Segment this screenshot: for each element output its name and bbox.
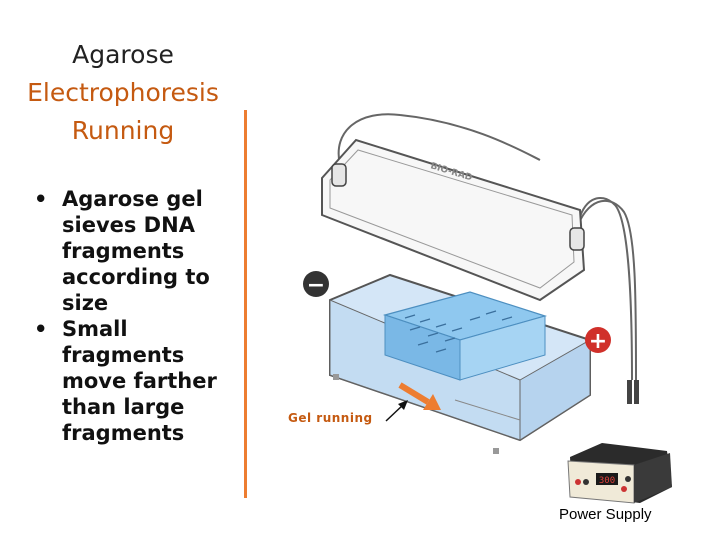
power-supply-image: 300	[567, 443, 672, 504]
agarose-gel	[382, 291, 548, 381]
lid: BIO-RAD	[321, 138, 586, 302]
negative-plug	[331, 163, 347, 187]
positive-plug	[569, 227, 585, 251]
negative-symbol: −	[307, 273, 325, 298]
bullet-text: Agarose gel sieves DNA fragments accordi…	[62, 187, 210, 315]
label-pointer-arrow-icon	[385, 400, 408, 422]
lead-plugs	[627, 380, 639, 404]
positive-electrode-icon: +	[585, 327, 611, 354]
foot	[333, 374, 339, 380]
title-line-3: Running	[71, 116, 175, 145]
bullet-item: • Agarose gel sieves DNA fragments accor…	[20, 186, 245, 316]
migration-arrow-icon	[398, 382, 441, 410]
gel-running-label: Gel running	[288, 411, 373, 425]
power-supply-label: Power Supply	[559, 506, 652, 523]
positive-symbol: +	[589, 329, 607, 354]
positive-wire	[577, 196, 633, 381]
power-supply-display: 300	[599, 476, 615, 486]
bullet-item: • Small fragments move farther than larg…	[20, 316, 245, 446]
negative-electrode-icon: −	[303, 271, 329, 298]
title-line-1: Agarose	[72, 40, 174, 69]
bullet-marker: •	[34, 187, 48, 211]
positive-wire-2	[577, 199, 637, 381]
bullet-list: • Agarose gel sieves DNA fragments accor…	[20, 186, 245, 446]
bullet-marker: •	[34, 317, 48, 341]
bullet-text: Small fragments move farther than large …	[62, 317, 217, 445]
title-line-2: Electrophoresis	[27, 78, 219, 107]
foot	[493, 448, 499, 454]
electrophoresis-apparatus: BIO-RAD − +	[303, 113, 639, 454]
slide-title: Agarose Electrophoresis Running	[0, 36, 246, 150]
divider-line	[244, 110, 247, 498]
negative-wire	[337, 113, 541, 166]
